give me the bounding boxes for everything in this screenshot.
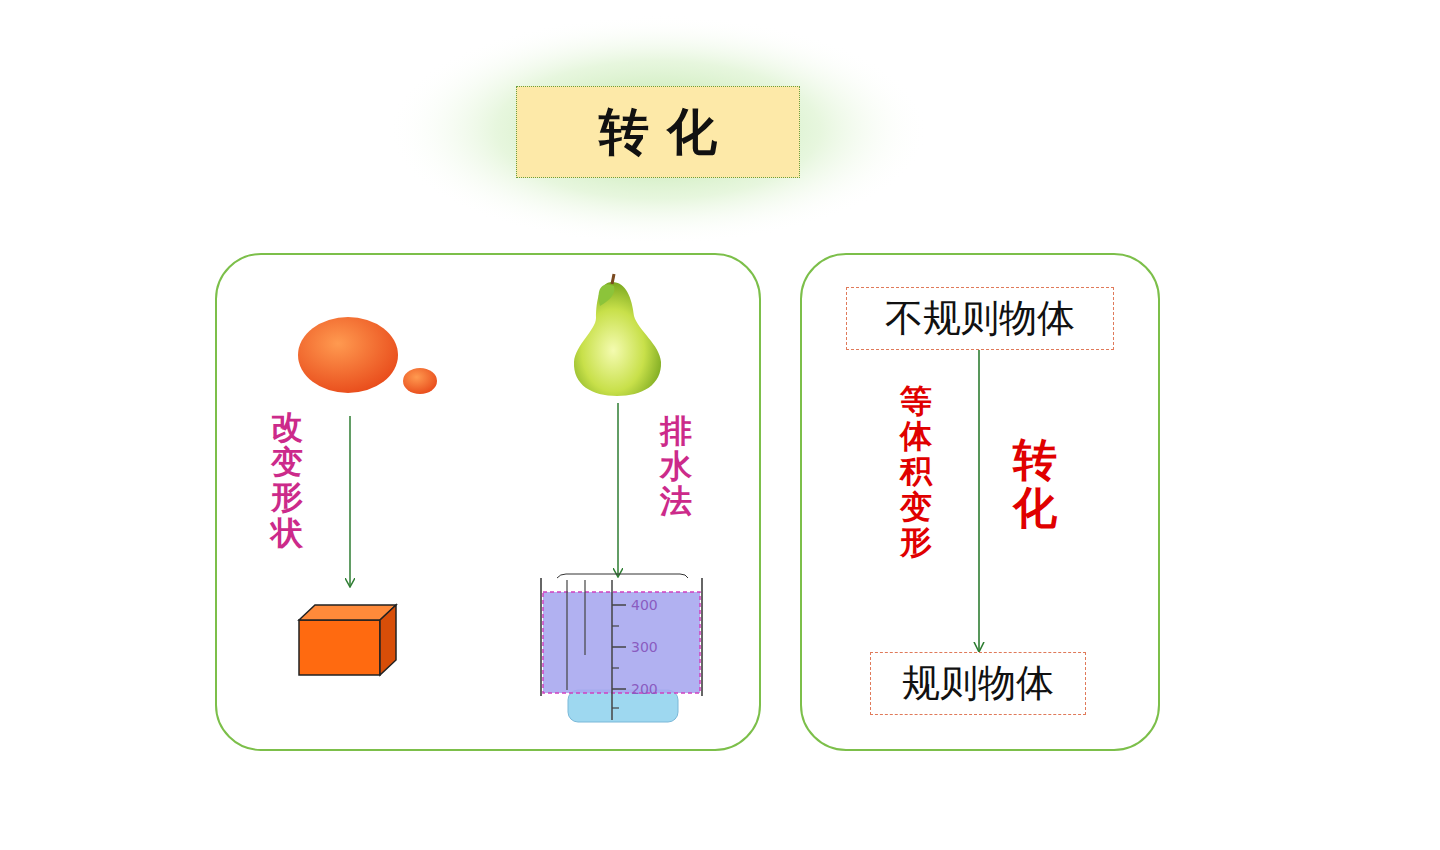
object-name: 规则物体	[902, 658, 1054, 709]
transform-label: 转化	[1013, 436, 1057, 533]
method-label: 排水法	[660, 414, 692, 520]
right-panel	[801, 254, 1159, 750]
title-glow	[388, 15, 928, 245]
method-label: 改变形状	[271, 410, 303, 551]
edge-label: 等体积变形	[900, 384, 932, 560]
pear	[574, 274, 661, 396]
stone	[298, 317, 398, 393]
left-panel	[216, 254, 760, 750]
cuboid	[299, 605, 396, 675]
scale-number: 200	[631, 681, 658, 697]
arrow	[617, 403, 619, 576]
beaker	[541, 574, 702, 722]
small-stone	[403, 368, 437, 394]
title-box: 转 化	[516, 86, 800, 178]
title-text: 转 化	[599, 99, 716, 166]
flow-arrow	[978, 350, 980, 652]
scale-number: 400	[631, 597, 658, 613]
arrow	[349, 416, 351, 586]
object-box: 规则物体	[870, 652, 1086, 715]
object-box: 不规则物体	[846, 287, 1114, 350]
scale-number: 300	[631, 639, 658, 655]
object-name: 不规则物体	[885, 293, 1075, 344]
